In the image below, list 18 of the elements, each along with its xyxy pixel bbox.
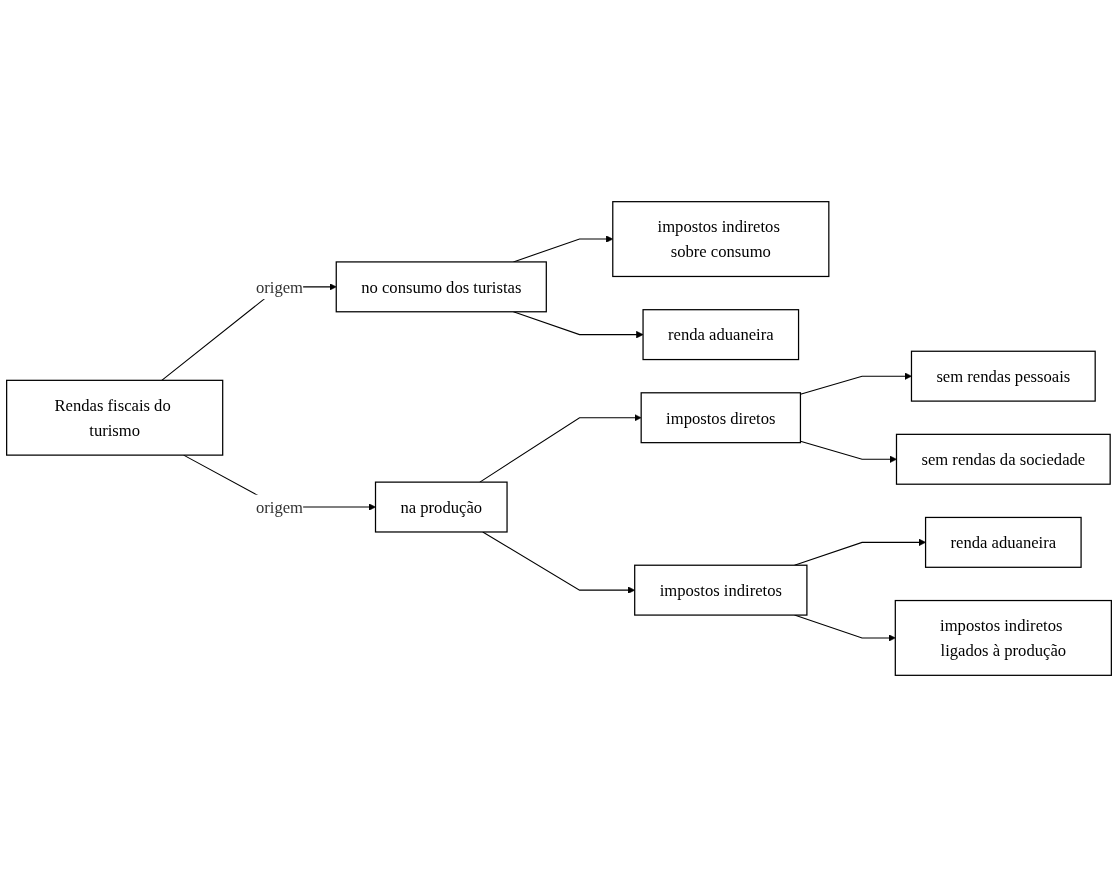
node-box: renda aduaneira bbox=[642, 309, 800, 361]
node-box: sem rendas da sociedade bbox=[895, 433, 1111, 485]
arrow bbox=[512, 311, 644, 339]
arrow bbox=[799, 372, 912, 395]
node-box: na produção bbox=[374, 481, 508, 533]
arrow bbox=[479, 414, 642, 483]
arrow bbox=[799, 440, 897, 463]
node-box: Rendas fiscais do turismo bbox=[6, 379, 224, 456]
node-box: impostos indiretos ligados à produção bbox=[894, 599, 1112, 676]
node-box: no consumo dos turistas bbox=[335, 261, 547, 313]
arrow bbox=[793, 538, 926, 566]
node-box: sem rendas pessoais bbox=[910, 350, 1096, 402]
edge-label: origem bbox=[255, 497, 304, 517]
node-box: impostos indiretos sobre consumo bbox=[612, 201, 830, 278]
node-box: impostos diretos bbox=[640, 392, 802, 444]
node-box: impostos indiretos bbox=[634, 564, 808, 616]
node-box: renda aduaneira bbox=[924, 516, 1082, 568]
edge-label: origem bbox=[255, 277, 304, 296]
